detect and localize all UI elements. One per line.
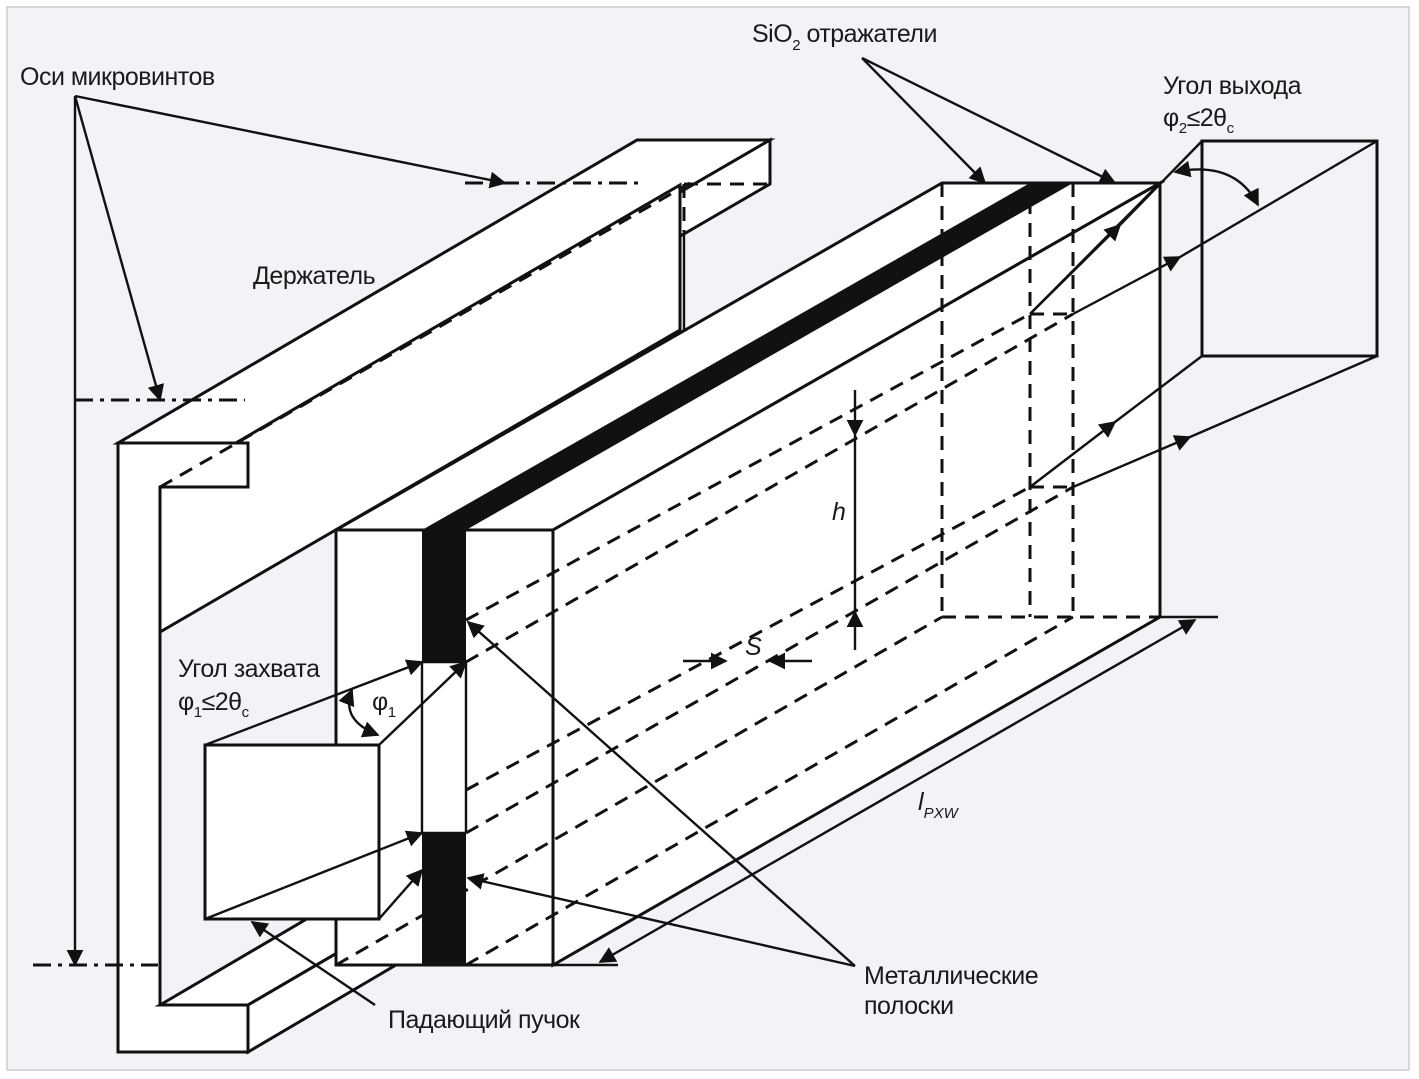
- label-metal-strips-1: Металлические: [864, 962, 1038, 990]
- exit-angle-arc: [1173, 160, 1260, 207]
- label-gap-height: h: [832, 498, 846, 526]
- metal-strip-pointer-1: [466, 620, 856, 967]
- length-dimension-line: [598, 618, 1197, 964]
- label-phi1: φ1: [372, 688, 396, 721]
- incident-beam-box: [203, 659, 468, 921]
- hidden-long-1: [465, 312, 1074, 664]
- label-capture-angle-formula: φ1≤2θc: [178, 688, 250, 721]
- axis-pointer-middle: [73, 95, 165, 402]
- holder-hidden-edge: [159, 181, 691, 489]
- label-capture-angle-title: Угол захвата: [178, 655, 320, 683]
- beam-ray-top: [204, 659, 424, 747]
- sio2-pointer-2: [861, 56, 1117, 185]
- exit-ray-4b: [1189, 354, 1378, 439]
- exit-box-front: [1200, 139, 1379, 358]
- beam-ray-top-2: [378, 660, 468, 746]
- exit-ray-3: [1029, 420, 1117, 488]
- label-exit-angle-title: Угол выхода: [1163, 72, 1302, 100]
- label-gap-width: S: [745, 633, 762, 661]
- hidden-long-2: [465, 312, 1031, 622]
- capture-angle-arc: [338, 688, 380, 738]
- sio2-pointer-1: [861, 57, 987, 185]
- metal-strip-pointer-2: [466, 873, 856, 968]
- exit-ray-2b: [1179, 139, 1378, 259]
- label-metal-strips-2: полоски: [864, 992, 954, 1020]
- hidden-long-4: [465, 485, 1031, 792]
- metal-strip-front-lower: [422, 833, 466, 965]
- label-micro-screw-axes: Оси микровинтов: [20, 63, 215, 91]
- beam-ray-bottom: [204, 830, 424, 921]
- beam-ray-bottom-2: [378, 868, 424, 920]
- metal-strip-front-upper: [422, 530, 466, 662]
- metal-strip-top: [422, 183, 1073, 530]
- label-exit-angle-formula: φ2≤2θc: [1163, 104, 1235, 137]
- micro-screw-axes: [33, 94, 640, 967]
- incident-beam-pointer: [250, 921, 376, 1006]
- label-holder: Держатель: [253, 262, 375, 290]
- axis-pointer-top: [74, 94, 507, 189]
- exit-ray-diag: [1029, 182, 1161, 315]
- label-length: lPXW: [918, 788, 960, 822]
- beam-box-front: [203, 743, 381, 921]
- exit-ray-4: [1072, 435, 1192, 489]
- label-sio2-reflectors: SiO2 отражатели: [752, 20, 937, 54]
- exit-beam-box: [1029, 139, 1379, 489]
- exit-ray-3b: [1114, 355, 1203, 423]
- label-incident-beam: Падающий пучок: [388, 1006, 581, 1034]
- exit-ray-2: [1072, 255, 1182, 316]
